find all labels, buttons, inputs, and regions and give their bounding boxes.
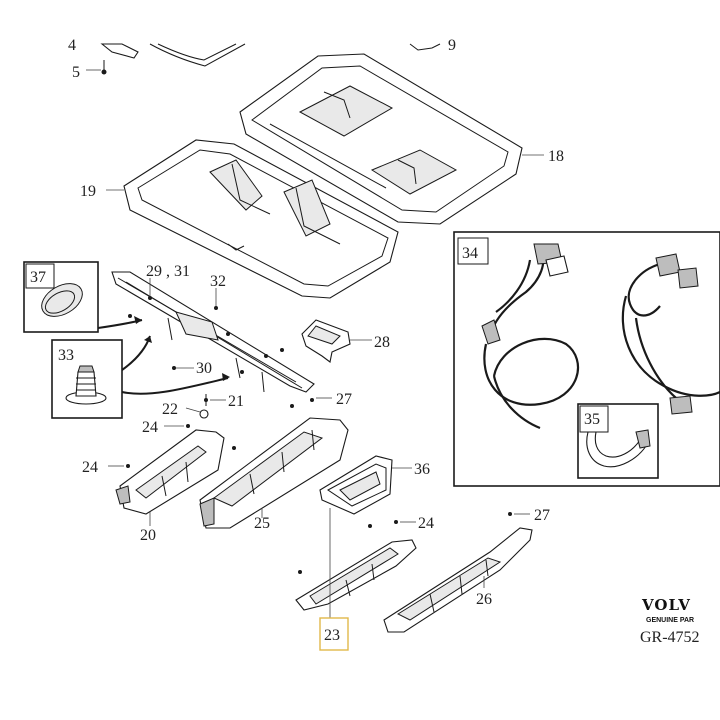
label-28: 28 <box>374 334 390 351</box>
label-24b: 24 <box>82 459 98 476</box>
label-32: 32 <box>210 273 226 290</box>
screw-21 <box>204 394 226 406</box>
label-5: 5 <box>72 64 80 81</box>
label-34: 34 <box>462 245 478 262</box>
part-28-bracket <box>301 319 372 363</box>
label-23: 23 <box>324 627 340 644</box>
part-29-31-sill-plate <box>111 271 315 408</box>
part-25-trim-panel <box>199 397 349 529</box>
label-27a: 27 <box>336 391 352 408</box>
label-33: 33 <box>58 347 74 364</box>
detail-box-37 <box>23 261 143 333</box>
label-box-35 <box>579 405 609 433</box>
part-26-trim-panel <box>383 512 533 633</box>
part-20-trim-panel <box>108 424 225 526</box>
label-29-31: 29 , 31 <box>146 263 190 280</box>
label-24c: 24 <box>418 515 434 532</box>
label-box-37 <box>25 263 55 289</box>
label-18: 18 <box>548 148 564 165</box>
label-4: 4 <box>68 37 76 54</box>
label-24a: 24 <box>142 419 158 436</box>
label-35: 35 <box>584 411 600 428</box>
part-19-lower-tray <box>106 139 399 299</box>
label-30: 30 <box>196 360 212 377</box>
label-box-34 <box>457 237 489 265</box>
detail-box-35 <box>577 403 659 479</box>
detail-box-33 <box>51 335 230 419</box>
highlight-box-23 <box>319 617 349 651</box>
part-23-trim-panel <box>295 508 417 618</box>
label-22: 22 <box>162 401 178 418</box>
part-18-upper-tray <box>239 53 544 225</box>
label-19: 19 <box>80 183 96 200</box>
washer-22 <box>185 407 209 419</box>
brand-subtitle: GENUINE PAR <box>646 617 694 624</box>
label-37: 37 <box>30 269 46 286</box>
label-25: 25 <box>254 515 270 532</box>
label-21: 21 <box>228 393 244 410</box>
brand-logo: VOLV <box>641 596 691 614</box>
label-20: 20 <box>140 527 156 544</box>
reference-code: GR-4752 <box>640 629 700 646</box>
screw-5 <box>86 60 107 75</box>
label-26: 26 <box>476 591 492 608</box>
label-9: 9 <box>448 37 456 54</box>
part-top-left-bracket <box>100 43 441 67</box>
label-27b: 27 <box>534 507 550 524</box>
part-36-tray <box>319 455 412 515</box>
label-36: 36 <box>414 461 430 478</box>
